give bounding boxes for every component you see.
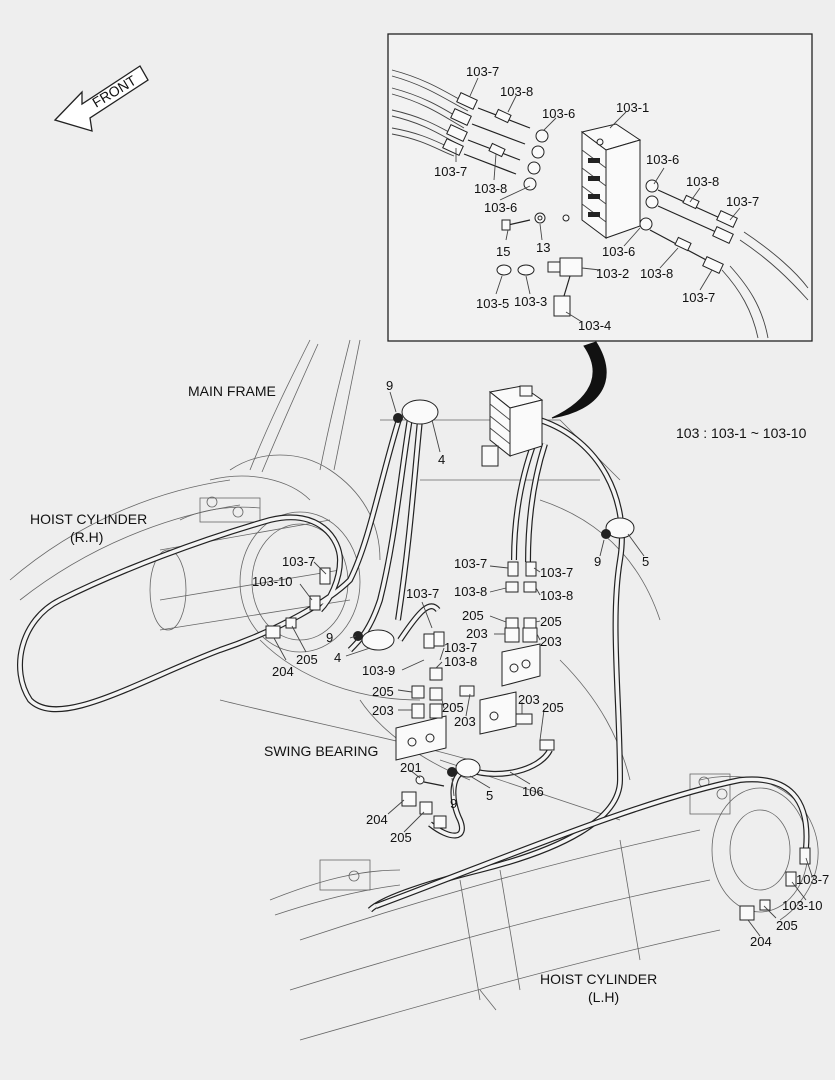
callout: 103-6 xyxy=(484,200,517,215)
part-range-note: 103 : 103-1 ~ 103-10 xyxy=(676,425,807,441)
callout: 103-6 xyxy=(602,244,635,259)
callout: 205 xyxy=(296,652,318,667)
callout: 103-5 xyxy=(476,296,509,311)
detail-pointer-arrow xyxy=(551,341,607,419)
callout: 103-2 xyxy=(596,266,629,281)
callout: 103-7 xyxy=(454,556,487,571)
callout: 9 xyxy=(450,796,457,811)
inset-valve-block xyxy=(562,123,642,239)
callout: 103-10 xyxy=(782,898,822,913)
callout: 204 xyxy=(750,934,772,949)
callout: 103-8 xyxy=(474,181,507,196)
callout: 205 xyxy=(462,608,484,623)
callout: 4 xyxy=(438,452,445,467)
callout: 106 xyxy=(522,784,544,799)
callout: 201 xyxy=(400,760,422,775)
callout: 203 xyxy=(466,626,488,641)
callout: 103-7 xyxy=(726,194,759,209)
callout: 103-7 xyxy=(796,872,829,887)
main-fittings xyxy=(265,561,811,921)
callout: 203 xyxy=(518,692,540,707)
callout: 103-8 xyxy=(444,654,477,669)
callout: 204 xyxy=(272,664,294,679)
callout: 203 xyxy=(372,703,394,718)
callout: 103-6 xyxy=(646,152,679,167)
hoist-cylinder-lh-label: HOIST CYLINDER xyxy=(540,971,657,987)
main-frame-label: MAIN FRAME xyxy=(188,383,276,399)
inset-fittings-left xyxy=(442,92,549,191)
callout: 103-1 xyxy=(616,100,649,115)
callout: 5 xyxy=(642,554,649,569)
hoist-cylinder-lh xyxy=(269,773,819,1041)
callout: 203 xyxy=(454,714,476,729)
callout: 103-9 xyxy=(362,663,395,678)
callout: 13 xyxy=(536,240,550,255)
callout: 4 xyxy=(334,650,341,665)
callout: 9 xyxy=(386,378,393,393)
clamps xyxy=(353,399,635,778)
callout: 205 xyxy=(372,684,394,699)
callout: 205 xyxy=(540,614,562,629)
callout: 103-8 xyxy=(686,174,719,189)
callout: 9 xyxy=(594,554,601,569)
main-valve-block xyxy=(481,385,544,467)
callout: 205 xyxy=(776,918,798,933)
hoist-cylinder-lh-side: (L.H) xyxy=(588,989,619,1005)
callout: 204 xyxy=(366,812,388,827)
callout: 103-10 xyxy=(252,574,292,589)
callout: 103-8 xyxy=(640,266,673,281)
main-leaders xyxy=(273,391,813,937)
inset-small-parts xyxy=(496,212,583,317)
swing-bearing-label: SWING BEARING xyxy=(264,743,378,759)
callout: 5 xyxy=(486,788,493,803)
inset-fittings-right xyxy=(639,179,738,274)
callout: 15 xyxy=(496,244,510,259)
callout: 205 xyxy=(442,700,464,715)
callout: 103-7 xyxy=(406,586,439,601)
callout: 203 xyxy=(540,634,562,649)
hoist-cylinder-rh-label: HOIST CYLINDER xyxy=(30,511,147,527)
callout: 103-4 xyxy=(578,318,611,333)
callout: 103-6 xyxy=(542,106,575,121)
callout: 103-7 xyxy=(682,290,715,305)
callout: 103-7 xyxy=(466,64,499,79)
callout: 205 xyxy=(542,700,564,715)
callout: 103-8 xyxy=(500,84,533,99)
main-hoses xyxy=(17,415,810,913)
mounting-blocks xyxy=(395,643,541,761)
callout: 103-7 xyxy=(282,554,315,569)
inset-leaders xyxy=(455,77,741,323)
hoist-cylinder-rh-side: (R.H) xyxy=(70,529,103,545)
callout: 103-3 xyxy=(514,294,547,309)
callout: 103-8 xyxy=(454,584,487,599)
callout: 103-8 xyxy=(540,588,573,603)
callout: 103-7 xyxy=(444,640,477,655)
callout: 205 xyxy=(390,830,412,845)
front-arrow-icon xyxy=(53,65,149,132)
callout: 9 xyxy=(326,630,333,645)
callout: 103-7 xyxy=(540,565,573,580)
callout: 103-7 xyxy=(434,164,467,179)
